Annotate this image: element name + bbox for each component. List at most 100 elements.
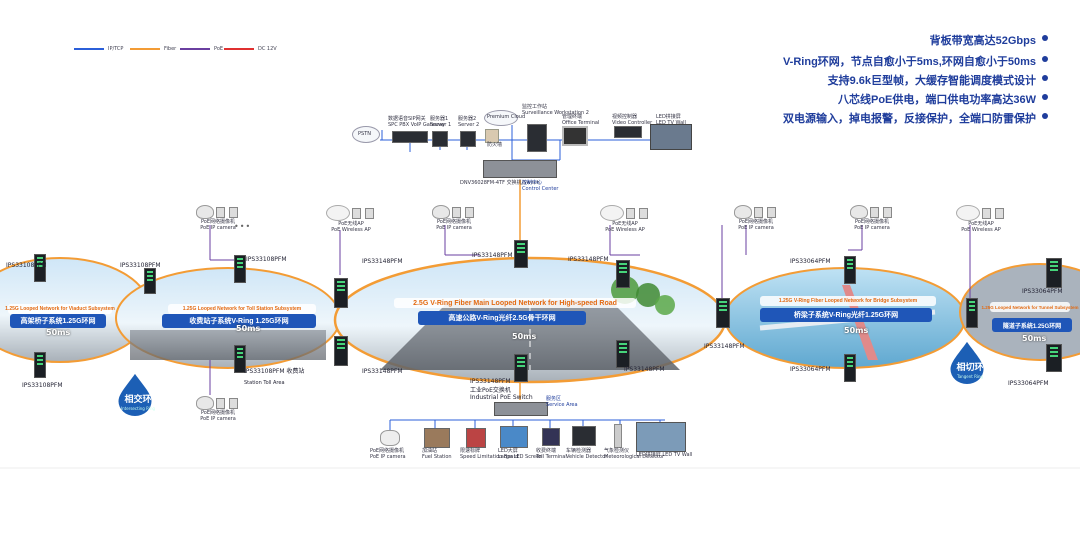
ring-subtitle: 1.25G Looped Network for Tunnel Subsyste… (982, 302, 1078, 312)
label-en: Vehicle Detector (566, 454, 608, 460)
tangent-ring-badge: 相切环 Tangent Ring (948, 340, 992, 392)
badge-label-cn: 相交环 (124, 394, 152, 404)
bullet-icon (1042, 56, 1048, 62)
device-label-en: PoE Wireless AP (961, 227, 1001, 233)
device-label-cn: PoE网络摄像机 (854, 219, 890, 225)
feature-item: 双电源输入，掉电报警，反接保护，全端口防雷保护 (783, 110, 1048, 126)
poe-ap-group: PoE无线AP PoE Wireless AP (956, 205, 1006, 233)
switch-icon (234, 345, 246, 373)
label-cn: 服务器1 (430, 116, 449, 122)
bullet-icon (1042, 113, 1048, 119)
switch-icon (334, 336, 348, 366)
device-label-cn: PoE网络摄像机 (200, 219, 236, 225)
label-en: Control Center (522, 186, 559, 192)
switch-icon (1046, 258, 1062, 288)
label-en: SPC PBX VoIP Gateway (388, 122, 445, 128)
ap-icon (452, 206, 461, 218)
voip-gateway-icon (392, 131, 428, 143)
device-label-cn: PoE无线AP (968, 221, 994, 227)
device-label-en: PoE IP camera (854, 225, 890, 231)
wireless-ap-icon (326, 205, 350, 221)
device-label-en: PoE IP camera (436, 225, 472, 231)
ap-icon (754, 206, 763, 218)
switch-icon (234, 255, 246, 283)
speed-board-icon (466, 428, 486, 448)
feature-item: 八芯线PoE供电，端口供电功率高达36W (837, 91, 1048, 107)
device-label-cn: PoE无线AP (612, 221, 638, 227)
switch-label: IPS33108PFM (246, 256, 287, 263)
service-device-label: LED拼接屏 LED TV Wall (636, 452, 692, 458)
plc-icon (982, 207, 991, 219)
feature-text: V-Ring环网，节点自愈小于5ms,环网自愈小于50ms (782, 56, 1036, 68)
bullet-icon (1042, 35, 1048, 41)
switch-label: IPS33148PFM (624, 366, 665, 373)
plc-icon (995, 207, 1004, 219)
led-tv-wall-icon (650, 124, 692, 150)
bullet-icon (1042, 94, 1048, 100)
poe-ap-group: PoE无线AP PoE Wireless AP (600, 205, 650, 233)
label-cn: 工业PoE交换机 (470, 387, 511, 394)
device-row (326, 205, 376, 221)
legend-swatch (180, 48, 210, 50)
switch-label: IPS33148PFM (472, 252, 513, 259)
device-label-en: PoE Wireless AP (331, 227, 371, 233)
wireless-ap-icon (600, 205, 624, 221)
switch-icon (1046, 344, 1062, 372)
switch-label: IPS33148PFM (704, 343, 745, 350)
core-switch-label: DNV36028FM-4TF 交换机/Switch (460, 180, 540, 186)
plc-icon (229, 206, 238, 218)
switch-icon (514, 240, 528, 268)
switch-label: IPS33064PFM (790, 366, 831, 373)
toll-station-label: Station Toll Area (244, 380, 285, 386)
badge-label-cn: 相切环 (956, 362, 984, 372)
switch-model: IPS33148PFM (470, 378, 511, 385)
switch-icon (844, 354, 856, 382)
poe-camera-group: PoE网络摄像机 PoE IP camera (850, 205, 894, 231)
device-row (432, 205, 476, 219)
camera-icon (850, 205, 868, 219)
label-en: Office Terminal (562, 120, 600, 126)
switch-label: IPS33064PFM (1022, 288, 1063, 295)
wireless-ap-icon (956, 205, 980, 221)
device-label-cn: PoE网络摄像机 (738, 219, 774, 225)
ap-icon (216, 397, 225, 409)
switch-label: 交换机/Switch (506, 180, 540, 186)
legend-item-fiber: Fiber (130, 46, 176, 52)
camera-icon (734, 205, 752, 219)
ring-title: 高速公路V-Ring光纤2.5G骨干环网 (418, 311, 586, 325)
feature-text: 八芯线PoE供电，端口供电功率高达36W (837, 94, 1036, 106)
device-label-en: PoE Wireless AP (605, 227, 645, 233)
firewall-label: 防火墙 (487, 142, 503, 148)
legend-label: Fiber (164, 46, 177, 52)
cloud-icon (352, 126, 380, 143)
ring-title: 桥梁子系统V-Ring光纤1.25G环网 (760, 308, 932, 322)
device-row (734, 205, 778, 219)
workstation-icon (527, 124, 547, 152)
switch-model: DNV36028FM-4TF (460, 180, 506, 186)
legend-label: PoE (214, 46, 224, 52)
label-cn: 收费终端 (536, 448, 557, 454)
device-label-en: PoE IP camera (200, 416, 236, 422)
poe-camera-group: PoE网络摄像机 PoE IP camera (432, 205, 476, 231)
recovery-time: 50ms (844, 326, 869, 335)
bullet-icon (1042, 75, 1048, 81)
label-cn: 数据语音SIP网关 (388, 116, 426, 122)
switch-icon (34, 352, 46, 378)
label-cn: 控制中心 (522, 180, 543, 186)
ap-icon (216, 206, 225, 218)
legend-label: DC 12V (258, 46, 277, 52)
switch-label: IPS33108PFM (120, 262, 161, 269)
label-cn: LED拼接屏 (656, 114, 681, 120)
switch-icon (144, 268, 156, 294)
